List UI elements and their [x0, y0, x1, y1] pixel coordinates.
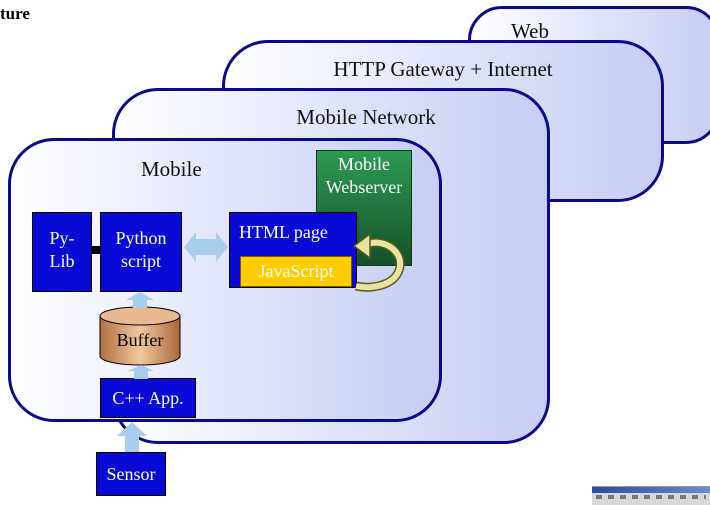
mobile-webserver-line2: Webserver — [325, 177, 403, 197]
browser-thumbnail-menubar — [596, 495, 706, 499]
header-title: ture — [0, 4, 30, 23]
mobile-webserver-line1: Mobile — [338, 154, 390, 174]
python-line1: Python — [115, 228, 167, 248]
pylib-connector — [92, 246, 100, 254]
pylib-line1: Py- — [49, 228, 75, 248]
buffer-cylinder — [99, 306, 181, 366]
layer-mobile-title: Mobile — [141, 157, 202, 181]
html-page-label: HTML page — [239, 222, 328, 242]
cpp-to-buffer-arrow-icon — [128, 365, 154, 379]
pylib-line2: Lib — [49, 251, 75, 271]
layer-http-gateway-title: HTTP Gateway + Internet — [333, 57, 553, 81]
sensor-to-cpp-arrow-icon — [117, 422, 147, 452]
sensor-block: Sensor — [96, 452, 166, 496]
buffer-label: Buffer — [116, 330, 164, 350]
buffer-to-python-arrow-icon — [126, 292, 154, 308]
layer-web-title: Web — [511, 19, 549, 43]
cpp-app-block: C++ App. — [100, 378, 196, 418]
javascript-block: JavaScript — [240, 256, 352, 287]
python-script-block: Python script — [100, 212, 182, 292]
browser-thumbnail-titlebar — [592, 487, 710, 493]
python-html-double-arrow-icon — [184, 232, 228, 262]
browser-thumbnail — [592, 486, 710, 505]
webserver-to-html-curved-arrow-icon — [352, 232, 405, 292]
pylib-block: Py- Lib — [32, 212, 92, 292]
python-line2: script — [121, 251, 161, 271]
layer-mobile-network-title: Mobile Network — [296, 105, 436, 129]
